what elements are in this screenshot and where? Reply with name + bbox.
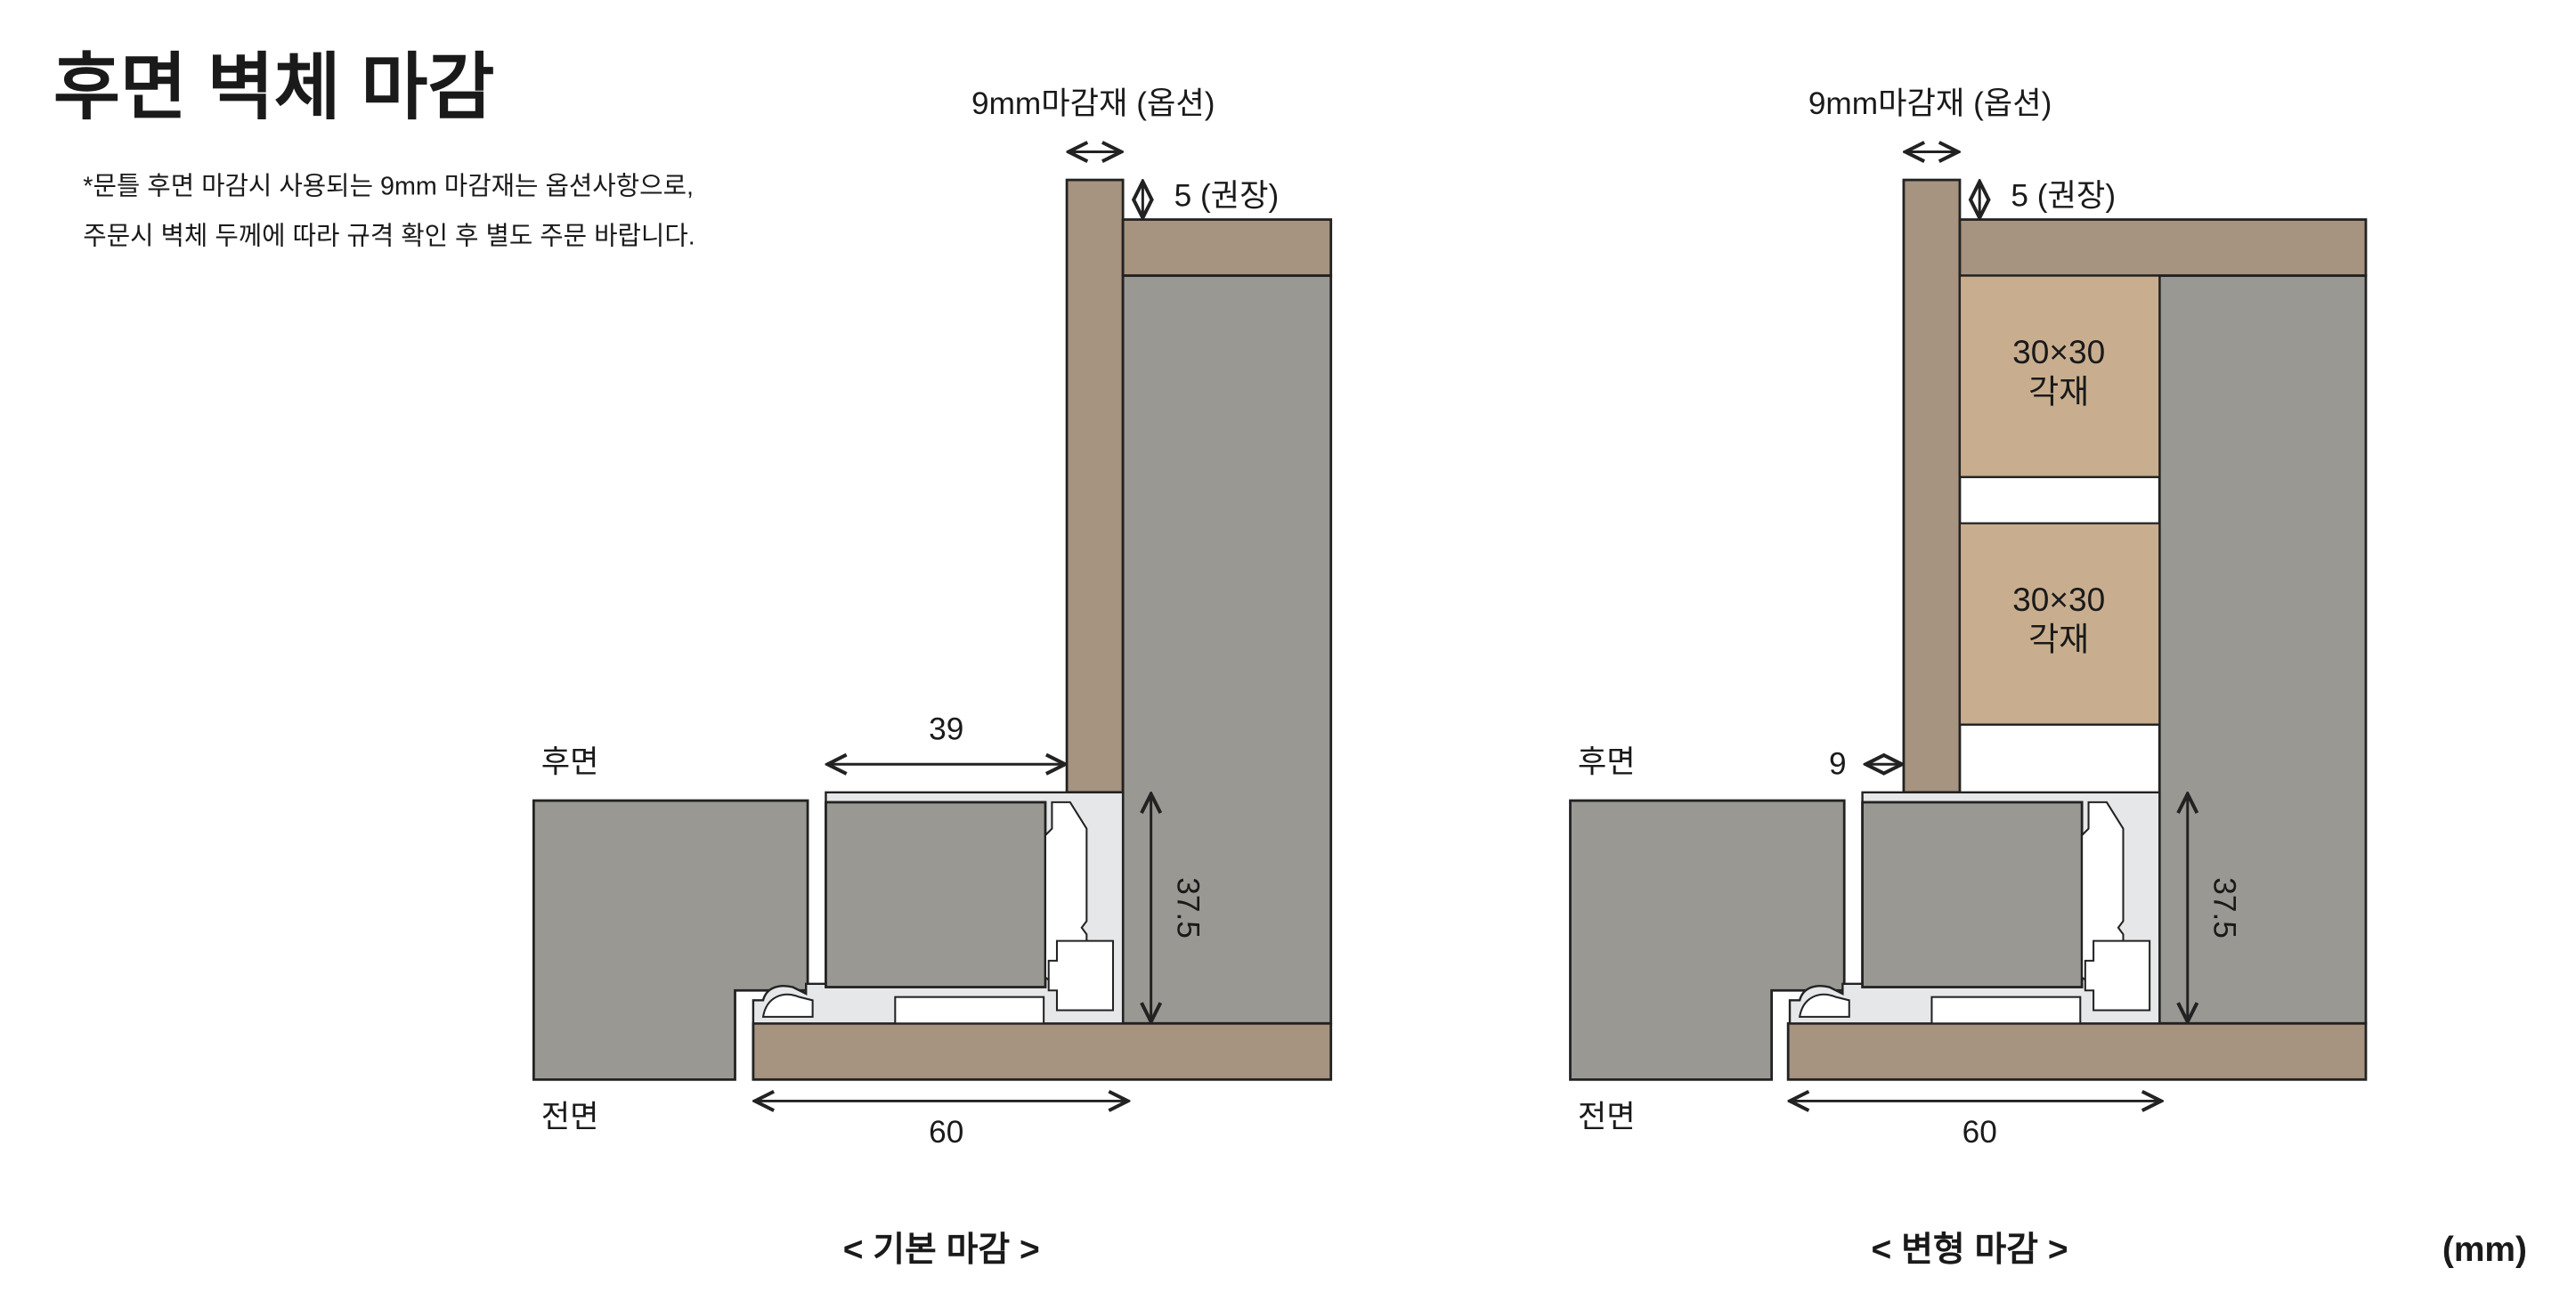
dim-9: 9	[1829, 746, 1847, 781]
block-1-name: 각재	[2028, 372, 2089, 410]
dim-60: 60	[1962, 1115, 1997, 1150]
front-label: 전면	[541, 1100, 599, 1134]
dim-height: 37.5	[2206, 877, 2241, 939]
caption-basic: < 기본 마감 >	[843, 1231, 1040, 1269]
dim-39: 39	[929, 711, 963, 746]
timber-block-2	[1958, 522, 2161, 726]
front-label: 전면	[1578, 1100, 1636, 1134]
block-1-size: 30×30	[2012, 333, 2105, 370]
diagram-modified-finish: 30×30 각재 30×30 각재 9mm마감재 (옵션) 5 (권장) 9 3…	[1569, 86, 2368, 1269]
trim-label: 9mm마감재 (옵션)	[1808, 86, 2052, 121]
timber-block-1	[1958, 274, 2161, 478]
trim-9mm	[1902, 178, 1962, 794]
diagram-basic-finish: 9mm마감재 (옵션) 5 (권장) 39 37.5 60 후면 전면 < 기본…	[532, 86, 1333, 1269]
bottom-board	[1786, 1021, 2368, 1081]
dim-height: 37.5	[1170, 877, 1205, 939]
wall	[1121, 274, 1333, 1025]
rear-label: 후면	[541, 745, 599, 780]
dim-60: 60	[929, 1115, 963, 1150]
trim-9mm	[1065, 178, 1125, 794]
door-block	[532, 799, 809, 1081]
note-line-2: 주문시 벽체 두께에 따라 규격 확인 후 별도 주문 바랍니다.	[83, 222, 695, 250]
wall-cap	[1958, 218, 2368, 277]
wall	[2158, 274, 2368, 1025]
note-line-1: *문틀 후면 마감시 사용되는 9mm 마감재는 옵션사항으로,	[83, 173, 694, 201]
wall-cap	[1121, 218, 1333, 277]
caption-modified: < 변형 마감 >	[1872, 1231, 2068, 1269]
page-title: 후면 벽체 마감	[53, 47, 494, 128]
block-2-name: 각재	[2028, 620, 2089, 657]
rear-label: 후면	[1578, 745, 1636, 780]
unit-label: (mm)	[2442, 1231, 2527, 1269]
gap-label: 5 (권장)	[1174, 179, 1280, 214]
trim-label: 9mm마감재 (옵션)	[971, 86, 1215, 121]
gap-label: 5 (권장)	[2011, 179, 2116, 214]
bottom-board	[752, 1021, 1333, 1081]
block-2-size: 30×30	[2012, 581, 2105, 618]
door-block	[1569, 799, 1846, 1081]
